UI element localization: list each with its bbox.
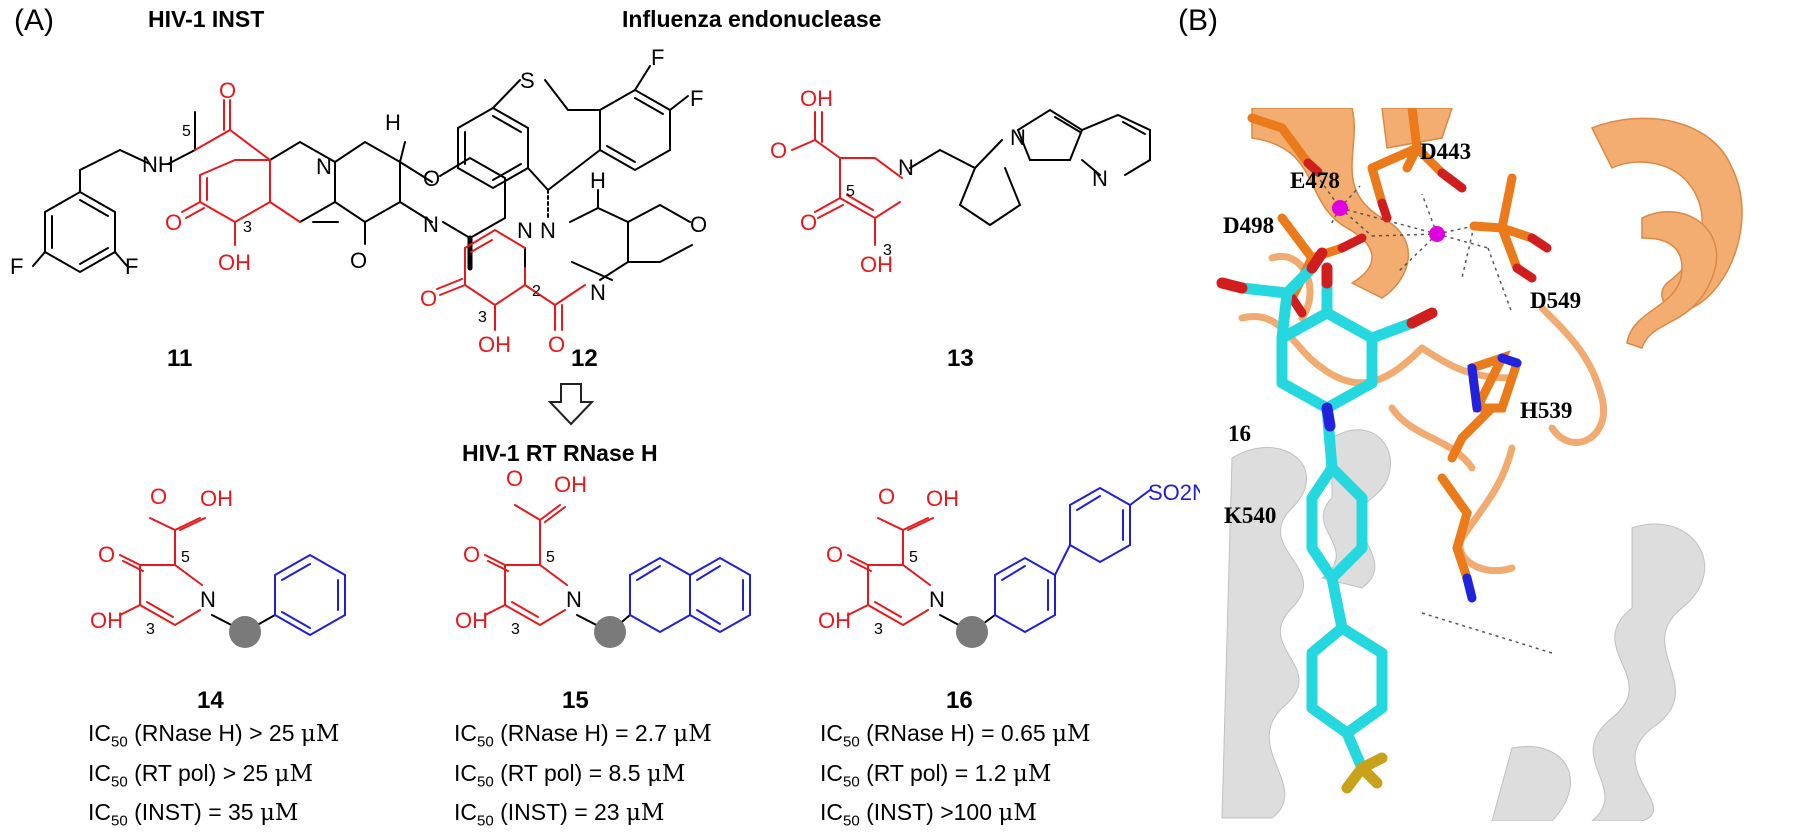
svg-text:O: O: [463, 542, 480, 567]
svg-text:OH: OH: [554, 472, 587, 497]
ic50-rnase-h-15: IC50 (RNase H) = 2.7 μM: [454, 720, 712, 751]
chemical-structures: F F NH N H O N O 5 3 O O OH: [10, 45, 1200, 648]
svg-text:3: 3: [874, 621, 883, 638]
svg-text:5: 5: [182, 123, 191, 140]
svg-text:N: N: [423, 212, 439, 237]
svg-text:OH: OH: [800, 86, 833, 111]
svg-text:OH: OH: [200, 486, 233, 511]
svg-text:O: O: [219, 78, 236, 103]
svg-text:F: F: [690, 86, 703, 111]
compound-number-16: 16: [946, 687, 973, 714]
svg-text:H: H: [385, 110, 401, 135]
ic50-block-14: IC50 (RNase H) > 25 μM IC50 (RT pol) > 2…: [88, 718, 339, 837]
svg-text:3: 3: [146, 621, 155, 638]
structure-13: N N N 5 3 OH O O OH: [770, 86, 1151, 277]
residue-label-k540: K540: [1224, 503, 1276, 528]
compound-number-15: 15: [562, 687, 589, 714]
ic50-block-16: IC50 (RNase H) = 0.65 μM IC50 (RT pol) =…: [820, 718, 1091, 837]
heading-rnase-h: HIV-1 RT RNase H: [462, 440, 658, 466]
ic50-inst-15: IC50 (INST) = 23 μM: [454, 799, 665, 830]
svg-text:5: 5: [846, 183, 855, 200]
structure-12: S F F N N H O N 2 3 O OH O: [420, 45, 707, 357]
svg-text:5: 5: [546, 549, 555, 566]
svg-text:O: O: [98, 542, 115, 567]
svg-text:H: H: [590, 168, 606, 193]
svg-text:O: O: [548, 332, 565, 357]
svg-text:N: N: [590, 280, 606, 305]
compound-number-11: 11: [167, 345, 193, 372]
svg-text:O: O: [350, 248, 367, 273]
ic50-inst-16: IC50 (INST) >100 μM: [820, 799, 1037, 830]
svg-text:N: N: [316, 154, 332, 179]
ic50-rt-pol-14: IC50 (RT pol) > 25 μM: [88, 759, 313, 791]
svg-text:5: 5: [181, 549, 190, 566]
protein-structure-view: E478 D443 D498 D549 H539 K540 16: [1212, 108, 1800, 821]
svg-text:N: N: [200, 587, 216, 612]
svg-text:N: N: [1092, 166, 1108, 191]
compound-number-14: 14: [197, 687, 224, 714]
ligand-label-16: 16: [1228, 421, 1251, 446]
svg-text:3: 3: [478, 309, 487, 326]
compound-number-13: 13: [947, 345, 974, 372]
svg-text:OH: OH: [218, 250, 251, 275]
svg-text:S: S: [520, 68, 535, 93]
svg-text:2: 2: [532, 283, 541, 300]
svg-text:OH: OH: [818, 608, 851, 633]
svg-text:OH: OH: [926, 486, 959, 511]
svg-text:OH: OH: [455, 608, 488, 633]
svg-text:O: O: [878, 484, 895, 509]
svg-text:3: 3: [243, 219, 252, 236]
svg-text:O: O: [800, 210, 817, 235]
svg-text:N: N: [898, 155, 914, 180]
ic50-rnase-h-14: IC50 (RNase H) > 25 μM: [88, 720, 340, 751]
ic50-rt-pol-15: IC50 (RT pol) = 8.5 μM: [454, 759, 686, 791]
svg-text:OH: OH: [478, 332, 511, 357]
svg-text:OH: OH: [90, 608, 123, 633]
heading-hiv-inst: HIV-1 INST: [148, 6, 265, 32]
svg-text:N: N: [929, 587, 945, 612]
svg-text:O: O: [423, 166, 440, 191]
residue-label-d498: D498: [1223, 213, 1274, 238]
ic50-rt-pol-16: IC50 (RT pol) = 1.2 μM: [820, 759, 1052, 791]
structure-11: F F NH N H O N O 5 3 O O OH: [10, 78, 506, 279]
svg-text:SO2NH2: SO2NH2: [1148, 480, 1200, 505]
structure-15: N 5 3 O OH O OH: [455, 466, 751, 648]
svg-text:O: O: [690, 212, 707, 237]
svg-text:OH: OH: [860, 252, 893, 277]
structure-16: N 5 3 O OH O OH SO2NH2: [818, 480, 1200, 648]
structure-14: N 5 3 O OH O OH: [90, 484, 346, 648]
ic50-inst-14: IC50 (INST) = 35 μM: [88, 799, 299, 830]
svg-text:N: N: [1010, 125, 1026, 150]
down-arrow-icon: [547, 383, 595, 426]
svg-text:5: 5: [909, 549, 918, 566]
svg-text:O: O: [826, 542, 843, 567]
residue-label-h539: H539: [1520, 398, 1572, 423]
ic50-rnase-h-16: IC50 (RNase H) = 0.65 μM: [820, 720, 1091, 751]
svg-text:O: O: [770, 138, 787, 163]
residue-label-e478: E478: [1290, 168, 1340, 193]
svg-text:N: N: [540, 218, 556, 243]
metal-ion-1: [1332, 200, 1348, 216]
panel-label-a: (A): [14, 4, 54, 37]
svg-text:O: O: [165, 210, 182, 235]
ic50-block-15: IC50 (RNase H) = 2.7 μM IC50 (RT pol) = …: [454, 718, 712, 837]
svg-text:F: F: [651, 45, 664, 70]
svg-text:3: 3: [511, 621, 520, 638]
panel-label-b: (B): [1178, 4, 1218, 37]
svg-text:O: O: [420, 286, 437, 311]
svg-text:N: N: [517, 218, 533, 243]
residue-label-d443: D443: [1420, 139, 1471, 164]
svg-text:NH: NH: [142, 152, 174, 177]
svg-text:F: F: [125, 254, 138, 279]
heading-influenza: Influenza endonuclease: [622, 6, 882, 32]
metal-ion-2: [1429, 226, 1445, 242]
svg-text:O: O: [506, 466, 523, 491]
svg-text:N: N: [566, 587, 582, 612]
compound-number-12: 12: [571, 345, 598, 372]
svg-text:3: 3: [883, 242, 892, 259]
residue-label-d549: D549: [1530, 288, 1581, 313]
svg-text:O: O: [150, 484, 167, 509]
svg-text:F: F: [10, 254, 23, 279]
